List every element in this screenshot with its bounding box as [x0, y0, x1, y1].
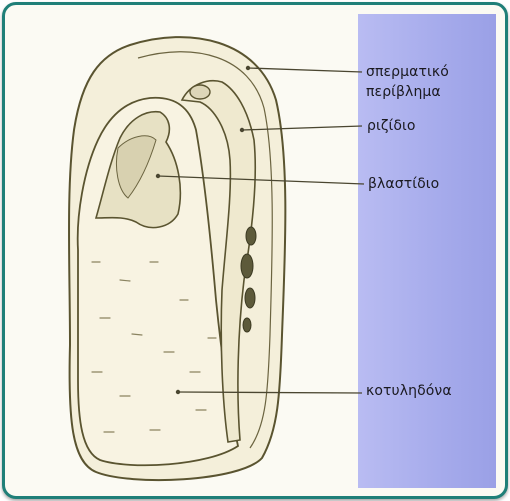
- label-seed-coat: σπερματικό περίβλημα: [366, 62, 486, 102]
- apical-bud: [190, 85, 210, 99]
- label-radicle: ριζίδιο: [367, 118, 416, 135]
- label-cotyledon: κοτυληδόνα: [366, 383, 452, 400]
- label-plumule: βλαστίδιο: [368, 176, 439, 193]
